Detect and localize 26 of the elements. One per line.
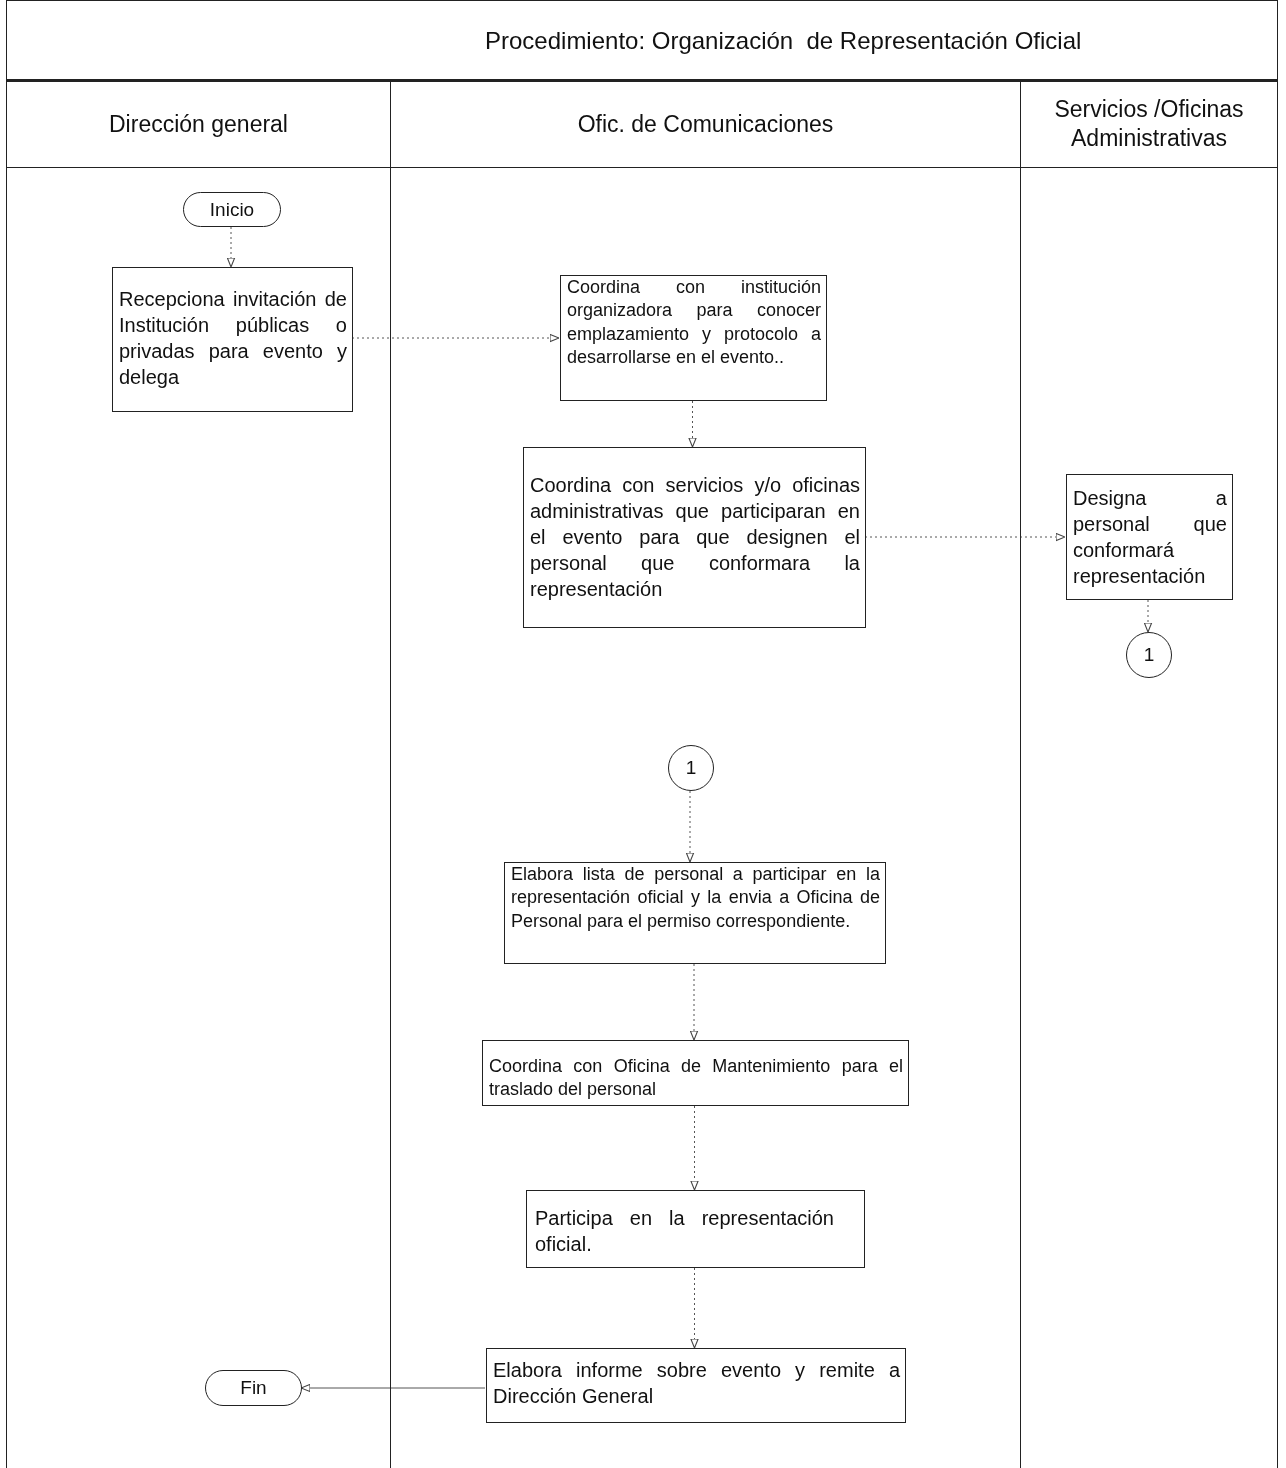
arrow: [685, 790, 695, 863]
lane-header: Dirección general: [109, 109, 288, 139]
process-box: Elabora informe sobre evento y remite a Dirección General: [486, 1348, 906, 1423]
arrow: [1143, 599, 1153, 633]
process-box: Coordina con servicios y/o oficinas administrativas que participaran en el evento para que designen el personal que conformara la representación: [523, 447, 866, 628]
arrow: [690, 1267, 699, 1349]
process-box: Elabora lista de personal a participar en la representación oficial y la envia a Oficina de Personal para el permiso correspondiente.: [504, 862, 886, 964]
swimlane: [6, 81, 391, 1468]
lane-header: Servicios /Oficinas Administrativas: [1053, 95, 1245, 153]
arrow: [688, 400, 697, 448]
process-box: Recepciona invitación de Institución públicas o privadas para evento y delega: [112, 267, 353, 412]
process-box: Designa a personal que conformará representación: [1066, 474, 1233, 600]
arrow: [689, 963, 699, 1041]
swimlane: [1020, 81, 1278, 1468]
terminator: Inicio: [183, 192, 281, 227]
process-box: Participa en la representación oficial.: [526, 1190, 865, 1268]
connector-circle: 1: [668, 745, 714, 791]
connector-circle: 1: [1126, 632, 1172, 678]
terminator: Fin: [205, 1370, 302, 1406]
diagram-title: Procedimiento: Organización de Representación Oficial: [485, 27, 1082, 55]
lane-header: Ofic. de Comunicaciones: [577, 109, 834, 139]
arrow: [300, 1383, 486, 1393]
arrow: [226, 226, 236, 268]
process-box: Coordina con Oficina de Mantenimiento para el traslado del personal: [482, 1040, 909, 1106]
process-box: Coordina con institución organizadora para conocer emplazamiento y protocolo a desarrollarse en el evento..: [560, 275, 827, 401]
arrow: [690, 1105, 699, 1191]
